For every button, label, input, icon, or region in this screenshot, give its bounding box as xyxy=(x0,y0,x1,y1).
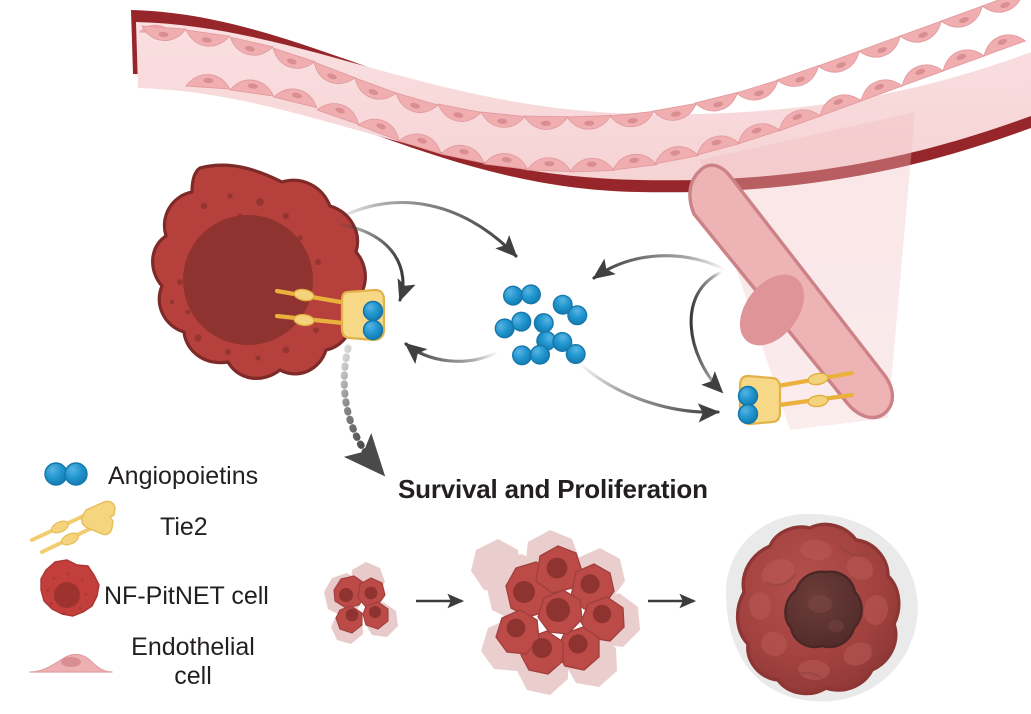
arrow-endothelial-to-ligands xyxy=(592,254,728,280)
endothelial-nucleus xyxy=(739,274,805,346)
legend-label-tie2: Tie2 xyxy=(160,513,208,541)
vessel-endothelium-lower-chain xyxy=(185,34,1027,173)
arrow-tumor-autocrine xyxy=(334,222,416,302)
tumor-stage-small xyxy=(324,562,398,644)
tumor-growth-series xyxy=(324,513,918,702)
arrow-ligands-to-tumor xyxy=(404,342,500,364)
legend-icons xyxy=(29,462,116,673)
nf-pitnet-cell xyxy=(151,163,367,380)
tumor-stage-medium xyxy=(471,530,640,695)
legend-label-nf-pitnet-cell: NF-PitNET cell xyxy=(104,582,269,610)
tie2-receptor-endothelial xyxy=(737,370,855,426)
angiopoietin-dimer-icon xyxy=(44,462,88,486)
angiopoietin-cluster xyxy=(494,284,588,366)
arrow-tumor-to-ligands xyxy=(330,201,518,258)
survival-proliferation-caption: Survival and Proliferation xyxy=(398,474,708,504)
tie2-receptor-tumor xyxy=(274,288,386,342)
legend-label-endothelial-cell: Endothelial cell xyxy=(131,633,255,690)
tumor-stage-large xyxy=(726,513,918,702)
arrow-ligands-to-endothelial xyxy=(576,360,720,423)
vessel-endothelium-upper-chain xyxy=(141,0,1024,130)
arrow-to-survival-proliferation xyxy=(340,344,386,477)
arrow-endothelial-autocrine xyxy=(689,270,724,394)
signal-arrows-left xyxy=(330,201,518,364)
tie2-receptor-icon xyxy=(30,500,116,554)
tumor-cell-icon xyxy=(40,559,100,617)
legend-label-angiopoietins: Angiopoietins xyxy=(108,462,259,490)
signal-arrows-right xyxy=(576,254,728,423)
nf-pitnet-granules xyxy=(169,193,329,361)
nf-pitnet-nucleus xyxy=(183,215,313,345)
endothelial-cell xyxy=(688,163,894,420)
endothelial-cell-icon xyxy=(29,653,113,673)
